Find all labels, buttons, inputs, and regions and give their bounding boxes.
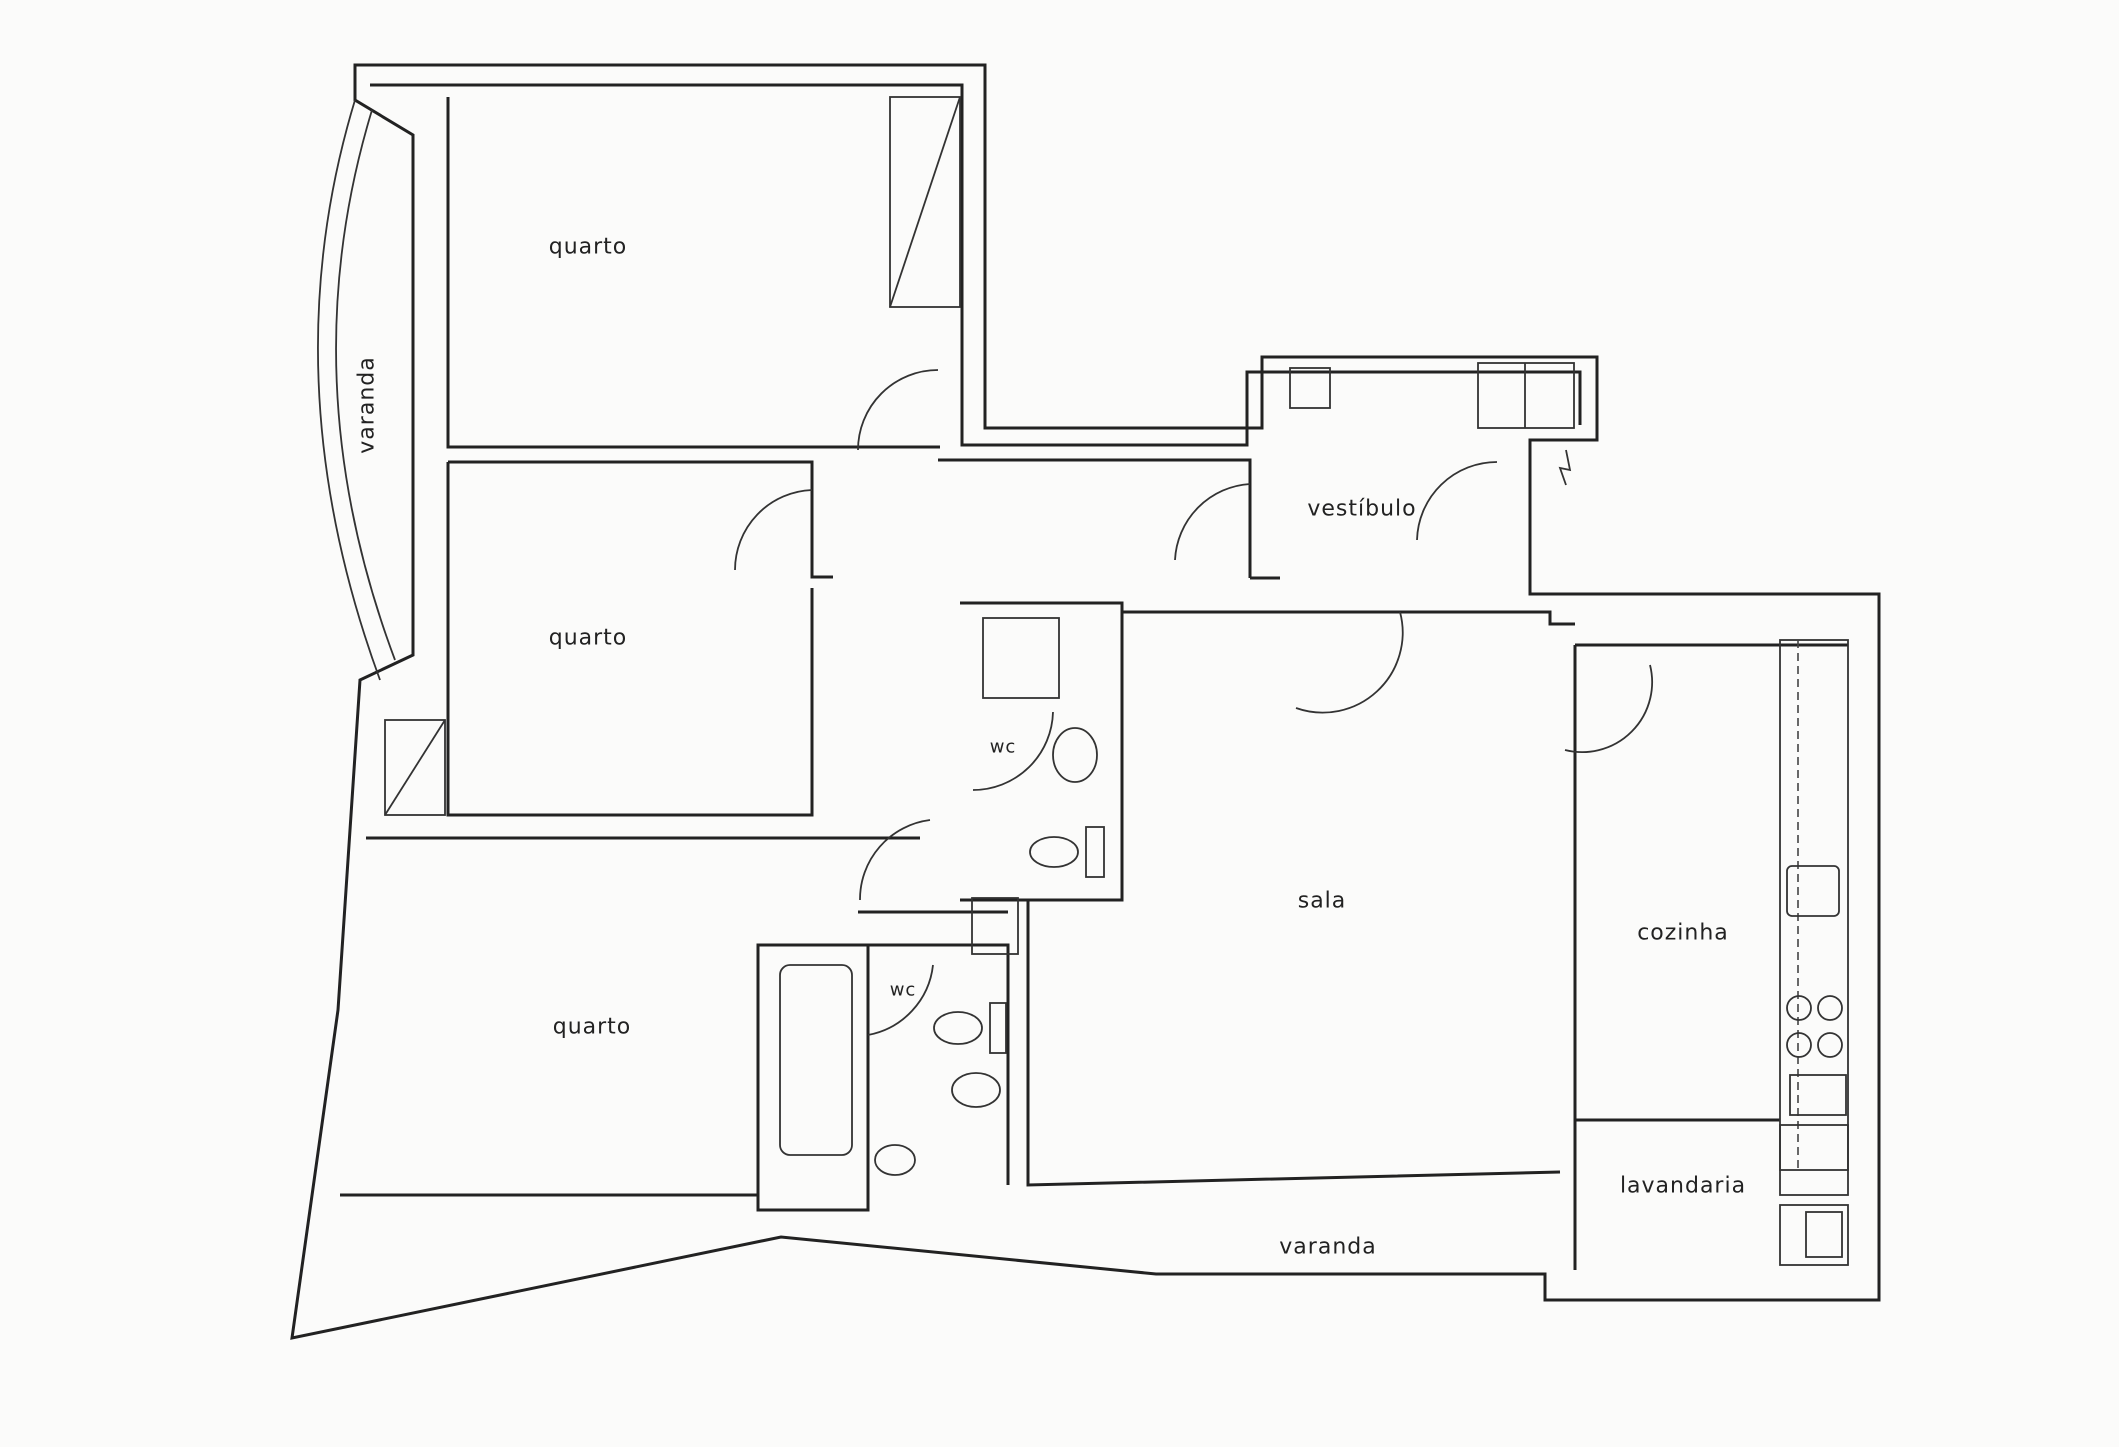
room-label-lavandaria: lavandaria <box>1619 1173 1747 1199</box>
room-label-wc-1: wc <box>989 736 1017 758</box>
room-label-varanda-bottom: varanda <box>1279 1234 1377 1260</box>
entrance-arrow-icon <box>1558 449 1572 486</box>
room-label-vestibulo: vestíbulo <box>1307 496 1417 522</box>
exterior-walls <box>290 63 1881 1340</box>
ventilation-ducts <box>971 367 1847 1116</box>
kitchen-fixtures <box>1477 362 1849 1266</box>
room-label-wc-2: wc <box>889 979 917 1001</box>
room-label-sala: sala <box>1297 888 1347 914</box>
bathroom-fixtures <box>779 617 1105 1176</box>
interior-walls <box>340 97 1848 1270</box>
door-swings <box>734 369 1653 1036</box>
room-label-cozinha: cozinha <box>1637 920 1729 946</box>
closets <box>384 96 961 816</box>
room-label-quarto-1: quarto <box>548 234 628 260</box>
room-label-quarto-3: quarto <box>552 1014 632 1040</box>
room-label-varanda-left: varanda <box>354 356 380 454</box>
room-label-quarto-2: quarto <box>548 625 628 651</box>
